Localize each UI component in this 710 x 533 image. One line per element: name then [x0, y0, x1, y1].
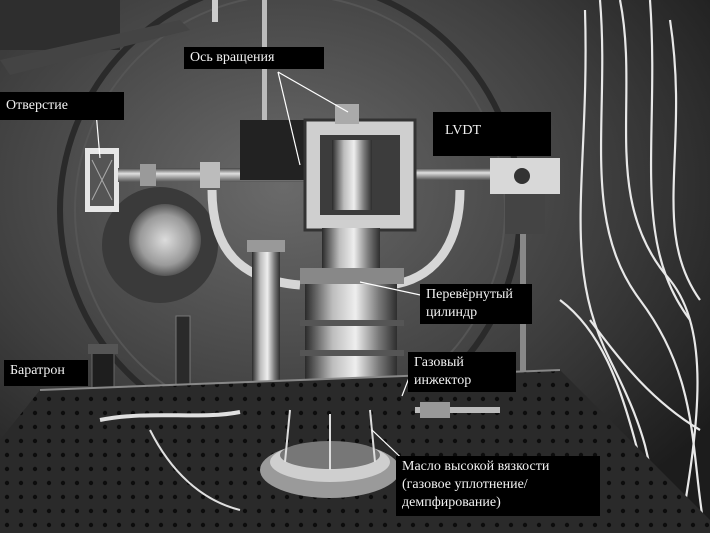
label-lvdt-text: LVDT — [445, 123, 482, 138]
label-high-viscosity-oil: Масло высокой вязкости (газовое уплотнен… — [396, 456, 600, 516]
label-oil-line2: (газовое уплотнение/ — [402, 477, 528, 492]
label-rotation-axis: Ось вращения — [184, 47, 324, 69]
label-baratron: Баратрон — [4, 360, 88, 386]
label-inverted-cylinder-line1: Перевёрнутый — [426, 287, 513, 302]
label-lvdt: LVDT — [433, 112, 551, 156]
label-inverted-cylinder: Перевёрнутый цилиндр — [420, 284, 532, 324]
label-gas-injector-line2: инжектор — [414, 373, 472, 388]
label-orifice-text: Отверстие — [6, 98, 69, 113]
label-inverted-cylinder-line2: цилиндр — [426, 305, 478, 320]
label-baratron-text: Баратрон — [10, 363, 65, 378]
label-gas-injector-line1: Газовый — [414, 355, 464, 370]
label-oil-line3: демпфирование) — [402, 495, 501, 510]
label-oil-line1: Масло высокой вязкости — [402, 459, 550, 474]
label-rotation-axis-text: Ось вращения — [190, 50, 275, 65]
label-gas-injector: Газовый инжектор — [408, 352, 516, 392]
label-orifice: Отверстие — [0, 92, 124, 120]
